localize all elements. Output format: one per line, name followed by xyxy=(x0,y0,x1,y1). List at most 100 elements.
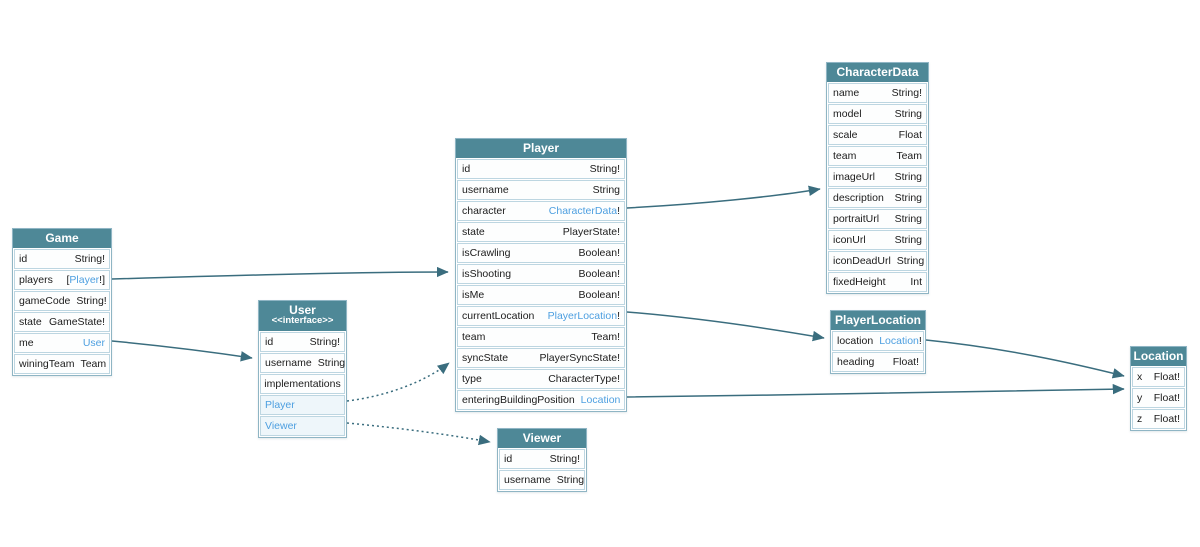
edge-player-character-to-characterdata[interactable] xyxy=(626,185,821,209)
field-row-characterdata-description[interactable]: description String xyxy=(828,188,927,208)
type-text: String xyxy=(317,357,346,369)
type-text: Boolean! xyxy=(578,289,620,301)
field-type: String xyxy=(897,255,924,267)
field-type: CharacterData! xyxy=(549,205,620,217)
type-text: Float! xyxy=(1153,392,1180,404)
field-name: id xyxy=(265,336,274,348)
type-text: String! xyxy=(549,453,580,465)
field-name: description xyxy=(833,192,884,204)
field-type: Int xyxy=(910,276,922,288)
field-type: String! xyxy=(590,163,620,175)
type-link-location[interactable]: Location xyxy=(580,394,621,406)
type-text: PlayerSyncState! xyxy=(539,352,620,364)
field-type: [Player!] xyxy=(66,274,105,286)
field-type: Float xyxy=(899,129,922,141)
table-header-playerlocation[interactable]: PlayerLocation xyxy=(831,311,925,330)
table-header-user[interactable]: User<<interface>> xyxy=(259,301,346,331)
type-text: Float! xyxy=(892,356,919,368)
field-row-user-viewer[interactable]: Viewer xyxy=(260,416,345,436)
field-name: character xyxy=(462,205,506,217)
type-text: Float! xyxy=(1153,413,1180,425)
field-row-user-implementations[interactable]: implementations xyxy=(260,374,345,394)
table-header-game[interactable]: Game xyxy=(13,229,111,248)
edge-user-player-to-player[interactable] xyxy=(346,362,450,402)
type-text: !] xyxy=(99,274,105,286)
table-header-player[interactable]: Player xyxy=(456,139,626,158)
field-type: String xyxy=(557,474,584,486)
table-header-characterdata[interactable]: CharacterData xyxy=(827,63,928,82)
field-type: User xyxy=(83,337,105,349)
field-row-player-enteringbuildingposition[interactable]: enteringBuildingPosition Location xyxy=(457,390,625,410)
field-name: syncState xyxy=(462,352,509,364)
type-text: String xyxy=(894,192,922,204)
field-name: currentLocation xyxy=(462,310,535,322)
field-type: PlayerSyncState! xyxy=(539,352,620,364)
type-text: ! xyxy=(918,335,922,347)
type-link-characterdata[interactable]: CharacterData xyxy=(548,205,618,217)
edge-game-players-to-player[interactable] xyxy=(111,266,449,280)
field-type: Boolean! xyxy=(579,268,620,280)
field-name: model xyxy=(833,108,862,120)
field-row-user-player[interactable]: Player xyxy=(260,395,345,415)
implementation-link[interactable]: Viewer xyxy=(265,420,297,432)
field-type: Boolean! xyxy=(579,247,620,259)
edge-player-enteringbuildingposition-to-location[interactable] xyxy=(626,383,1125,398)
type-link-user[interactable]: User xyxy=(82,337,105,349)
table-header-viewer[interactable]: Viewer xyxy=(498,429,586,448)
table-header-location[interactable]: Location xyxy=(1131,347,1186,366)
field-name: team xyxy=(462,331,486,343)
field-name: implementations xyxy=(264,378,341,390)
type-link-player[interactable]: Player xyxy=(69,274,100,286)
field-row-player-character[interactable]: character CharacterData! xyxy=(457,201,625,221)
field-row-game-players[interactable]: players [Player!] xyxy=(14,270,110,290)
field-row-user-id[interactable]: id String! xyxy=(260,332,345,352)
field-type: String xyxy=(895,234,922,246)
field-name: players xyxy=(19,274,53,286)
edge-game-me-to-user[interactable] xyxy=(111,340,253,362)
implementation-link[interactable]: Player xyxy=(265,399,295,411)
type-text: String! xyxy=(309,336,340,348)
type-link-playerlocation[interactable]: PlayerLocation xyxy=(547,310,618,322)
edge-playerlocation-location-to-location[interactable] xyxy=(925,339,1125,379)
table-title: Viewer xyxy=(522,431,562,445)
edge-user-viewer-to-viewer[interactable] xyxy=(346,422,491,446)
field-name: enteringBuildingPosition xyxy=(462,394,575,406)
field-type: String xyxy=(318,357,345,369)
type-link-location[interactable]: Location xyxy=(879,335,919,347)
edge-player-currentlocation-to-playerlocation[interactable] xyxy=(626,311,825,342)
table-title: Game xyxy=(45,231,79,245)
field-row-player-syncstate[interactable]: syncState PlayerSyncState! xyxy=(457,348,625,368)
